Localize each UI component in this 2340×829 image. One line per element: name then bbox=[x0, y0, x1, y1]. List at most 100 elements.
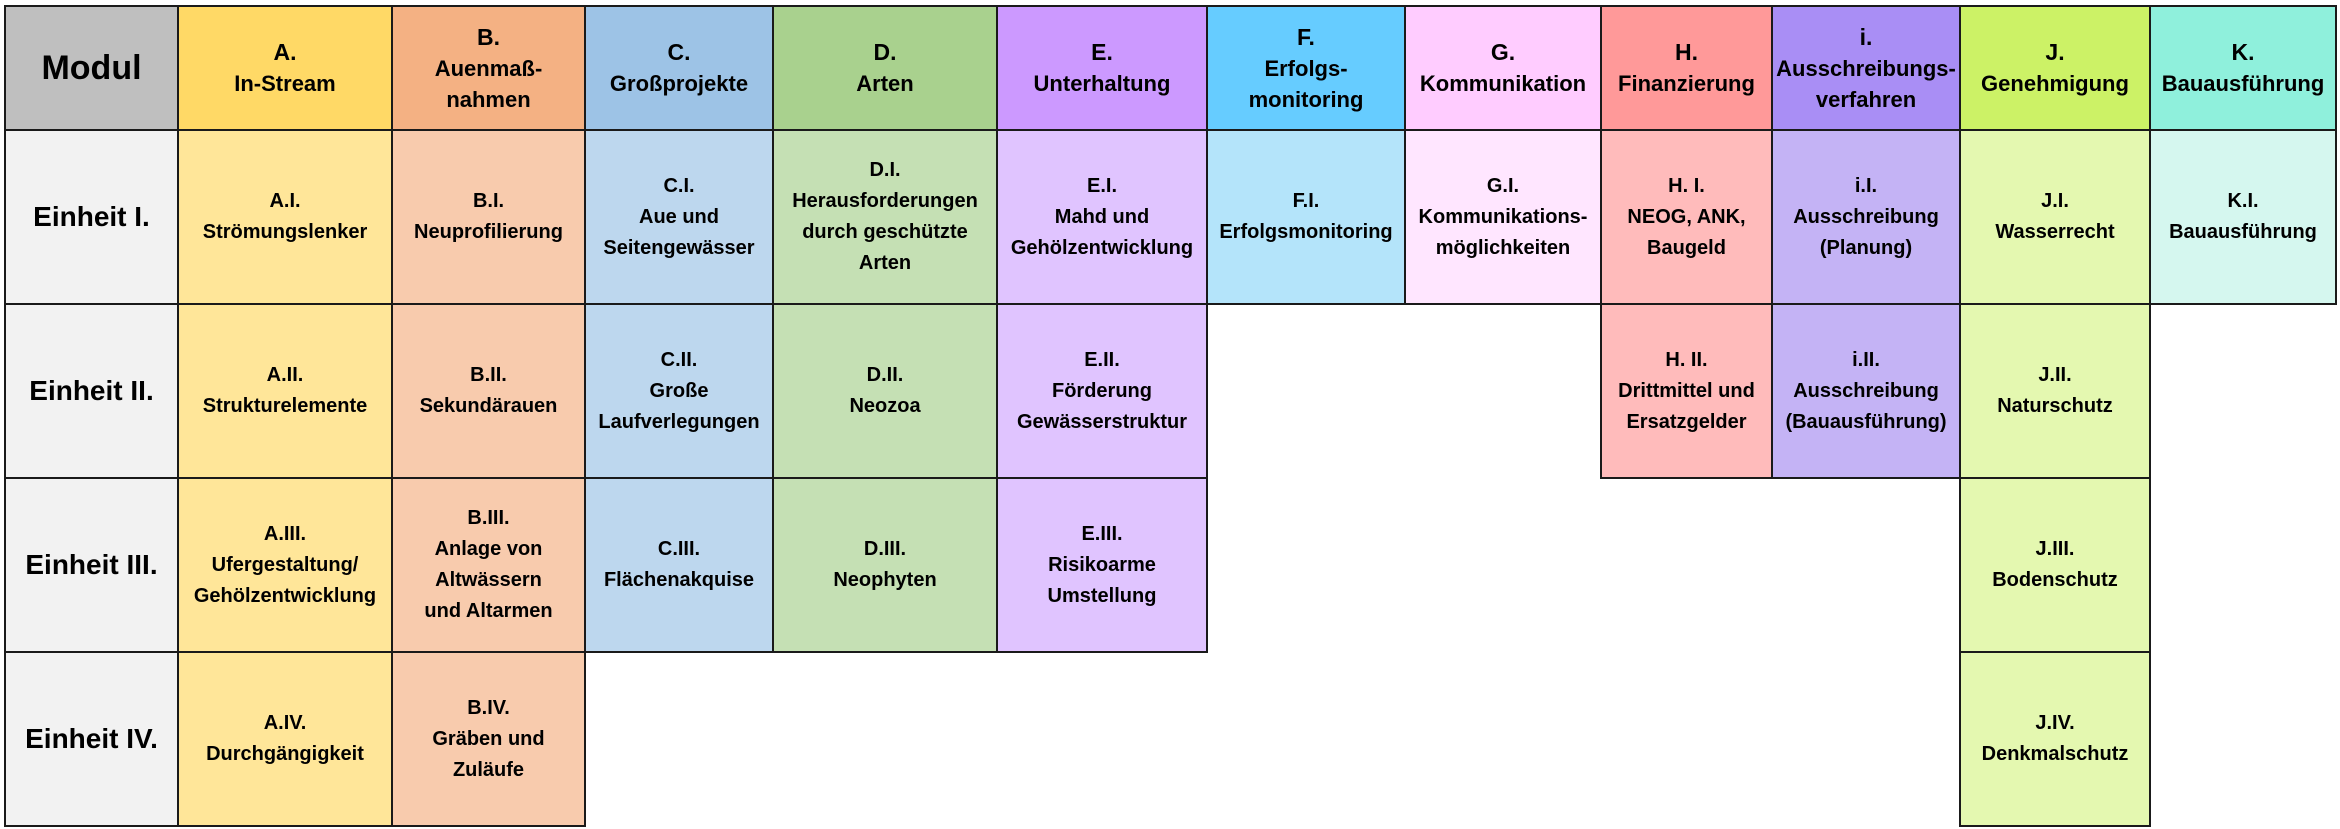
modul-label: Modul bbox=[4, 5, 179, 131]
unit-cell-j-3: J.III. Bodenschutz bbox=[1959, 477, 2151, 653]
cell-text: Aue und bbox=[639, 205, 719, 228]
unit-cell-i-1: i.I.Ausschreibung(Planung) bbox=[1771, 129, 1961, 305]
cell-text: Strukturelemente bbox=[202, 395, 368, 417]
cell-code: F.I. bbox=[1292, 190, 1320, 212]
unit-cell-a-1: A.I. Strömungslenker bbox=[177, 129, 393, 305]
cell-text: Bauausführung bbox=[2161, 71, 2325, 96]
cell-text: durch geschützte bbox=[802, 221, 968, 243]
module-header-j: J. Genehmigung bbox=[1959, 5, 2151, 131]
cell-code: E. bbox=[1091, 39, 1113, 65]
cell-text: Wasserrecht bbox=[1995, 221, 2115, 243]
cell-code: J.III. bbox=[2035, 538, 2075, 560]
cell-text: Durchgängigkeit bbox=[206, 743, 364, 765]
unit-cell-b-1: B.I.Neuprofilierung bbox=[391, 129, 586, 305]
cell-code: K. bbox=[2231, 39, 2255, 65]
module-header-h: H. Finanzierung bbox=[1600, 5, 1773, 131]
cell-code: D.III. bbox=[863, 538, 907, 560]
unit-cell-a-4: A.IV.Durchgängigkeit bbox=[177, 651, 393, 827]
cell-text: monitoring bbox=[1248, 86, 1364, 112]
module-header-i: i.Ausschreibungs-verfahren bbox=[1771, 5, 1961, 131]
cell-text: (Bauausführung) bbox=[1785, 410, 1947, 433]
cell-code: B. bbox=[477, 23, 500, 50]
cell-code: H. I. bbox=[1668, 174, 1705, 197]
cell-text: Unterhaltung bbox=[1033, 71, 1171, 96]
cell-text: Zuläufe bbox=[452, 758, 525, 781]
cell-code: F. bbox=[1297, 23, 1315, 50]
cell-text: Arten bbox=[856, 71, 914, 96]
cell-code: A.II. bbox=[266, 364, 304, 386]
cell-code: G. bbox=[1490, 39, 1516, 65]
unit-cell-d-3: D.III. Neophyten bbox=[772, 477, 998, 653]
unit-cell-j-1: J.I. Wasserrecht bbox=[1959, 129, 2151, 305]
cell-code: B.II. bbox=[470, 364, 507, 386]
cell-text: Gräben und bbox=[432, 727, 545, 750]
cell-code: H. II. bbox=[1665, 348, 1708, 371]
cell-text: NEOG, ANK, bbox=[1627, 205, 1746, 228]
cell-text: Bauausführung bbox=[2169, 221, 2317, 243]
cell-text: Neophyten bbox=[833, 569, 937, 591]
cell-text: Erfolgsmonitoring bbox=[1219, 221, 1393, 243]
cell-code: A. bbox=[273, 39, 297, 65]
cell-text: Bodenschutz bbox=[1992, 569, 2118, 591]
module-header-f: F.Erfolgs-monitoring bbox=[1206, 5, 1406, 131]
cell-text: Seitengewässer bbox=[603, 236, 755, 259]
cell-text: Genehmigung bbox=[1981, 71, 2129, 96]
cell-code: E.II. bbox=[1084, 348, 1120, 371]
cell-text: (Planung) bbox=[1819, 236, 1913, 259]
cell-text: möglichkeiten bbox=[1435, 236, 1571, 259]
cell-text: Finanzierung bbox=[1618, 71, 1755, 96]
cell-text: Baugeld bbox=[1647, 236, 1726, 259]
unit-cell-i-2: i.II.Ausschreibung(Bauausführung) bbox=[1771, 303, 1961, 479]
module-header-b: B.Auenmaß-nahmen bbox=[391, 5, 586, 131]
module-header-g: G.Kommunikation bbox=[1404, 5, 1602, 131]
unit-cell-a-3: A.III.Ufergestaltung/Gehölzentwicklung bbox=[177, 477, 393, 653]
cell-text: Laufverlegungen bbox=[598, 410, 760, 433]
cell-text: Anlage von bbox=[434, 538, 543, 560]
unit-cell-d-2: D.II.Neozoa bbox=[772, 303, 998, 479]
cell-text: und Altarmen bbox=[424, 600, 553, 622]
cell-code: C.III. bbox=[657, 538, 701, 560]
unit-cell-f-1: F.I. Erfolgsmonitoring bbox=[1206, 129, 1406, 305]
cell-text: Ausschreibung bbox=[1793, 205, 1939, 228]
cell-text: Großprojekte bbox=[609, 71, 749, 96]
cell-code: H. bbox=[1675, 39, 1698, 65]
cell-text: Gewässerstruktur bbox=[1016, 410, 1188, 433]
cell-code: A.I. bbox=[269, 190, 301, 212]
cell-code: i. bbox=[1859, 23, 1873, 50]
cell-code: C. bbox=[667, 39, 691, 65]
unit-cell-j-2: J.II.Naturschutz bbox=[1959, 303, 2151, 479]
cell-code: G.I. bbox=[1486, 174, 1520, 197]
cell-text: Arten bbox=[858, 252, 912, 274]
cell-text: Ersatzgelder bbox=[1626, 410, 1747, 433]
unit-cell-g-1: G.I. Kommunikations-möglichkeiten bbox=[1404, 129, 1602, 305]
cell-code: D. bbox=[873, 39, 897, 65]
cell-code: J.I. bbox=[2041, 190, 2069, 212]
cell-text: Umstellung bbox=[1047, 584, 1157, 607]
cell-code: D.I. bbox=[869, 159, 901, 181]
unit-cell-h-1: H. I. NEOG, ANK, Baugeld bbox=[1600, 129, 1773, 305]
cell-code: J.II. bbox=[2038, 364, 2072, 386]
unit-cell-k-1: K.I.Bauausführung bbox=[2149, 129, 2337, 305]
cell-text: Strömungslenker bbox=[202, 221, 368, 243]
cell-code: J.IV. bbox=[2035, 712, 2075, 734]
unit-cell-j-4: J.IV.Denkmalschutz bbox=[1959, 651, 2151, 827]
cell-text: Ufergestaltung/ bbox=[211, 553, 359, 576]
cell-text: Herausforderungen bbox=[792, 190, 978, 212]
module-header-e: E. Unterhaltung bbox=[996, 5, 1208, 131]
cell-text: verfahren bbox=[1815, 86, 1917, 112]
unit-cell-a-2: A.II. Strukturelemente bbox=[177, 303, 393, 479]
cell-code: J. bbox=[2045, 39, 2065, 65]
cell-code: i.II. bbox=[1852, 348, 1880, 371]
unit-label-1: Einheit I. bbox=[4, 129, 179, 305]
module-header-d: D. Arten bbox=[772, 5, 998, 131]
cell-text: Kommunikations- bbox=[1418, 205, 1588, 228]
